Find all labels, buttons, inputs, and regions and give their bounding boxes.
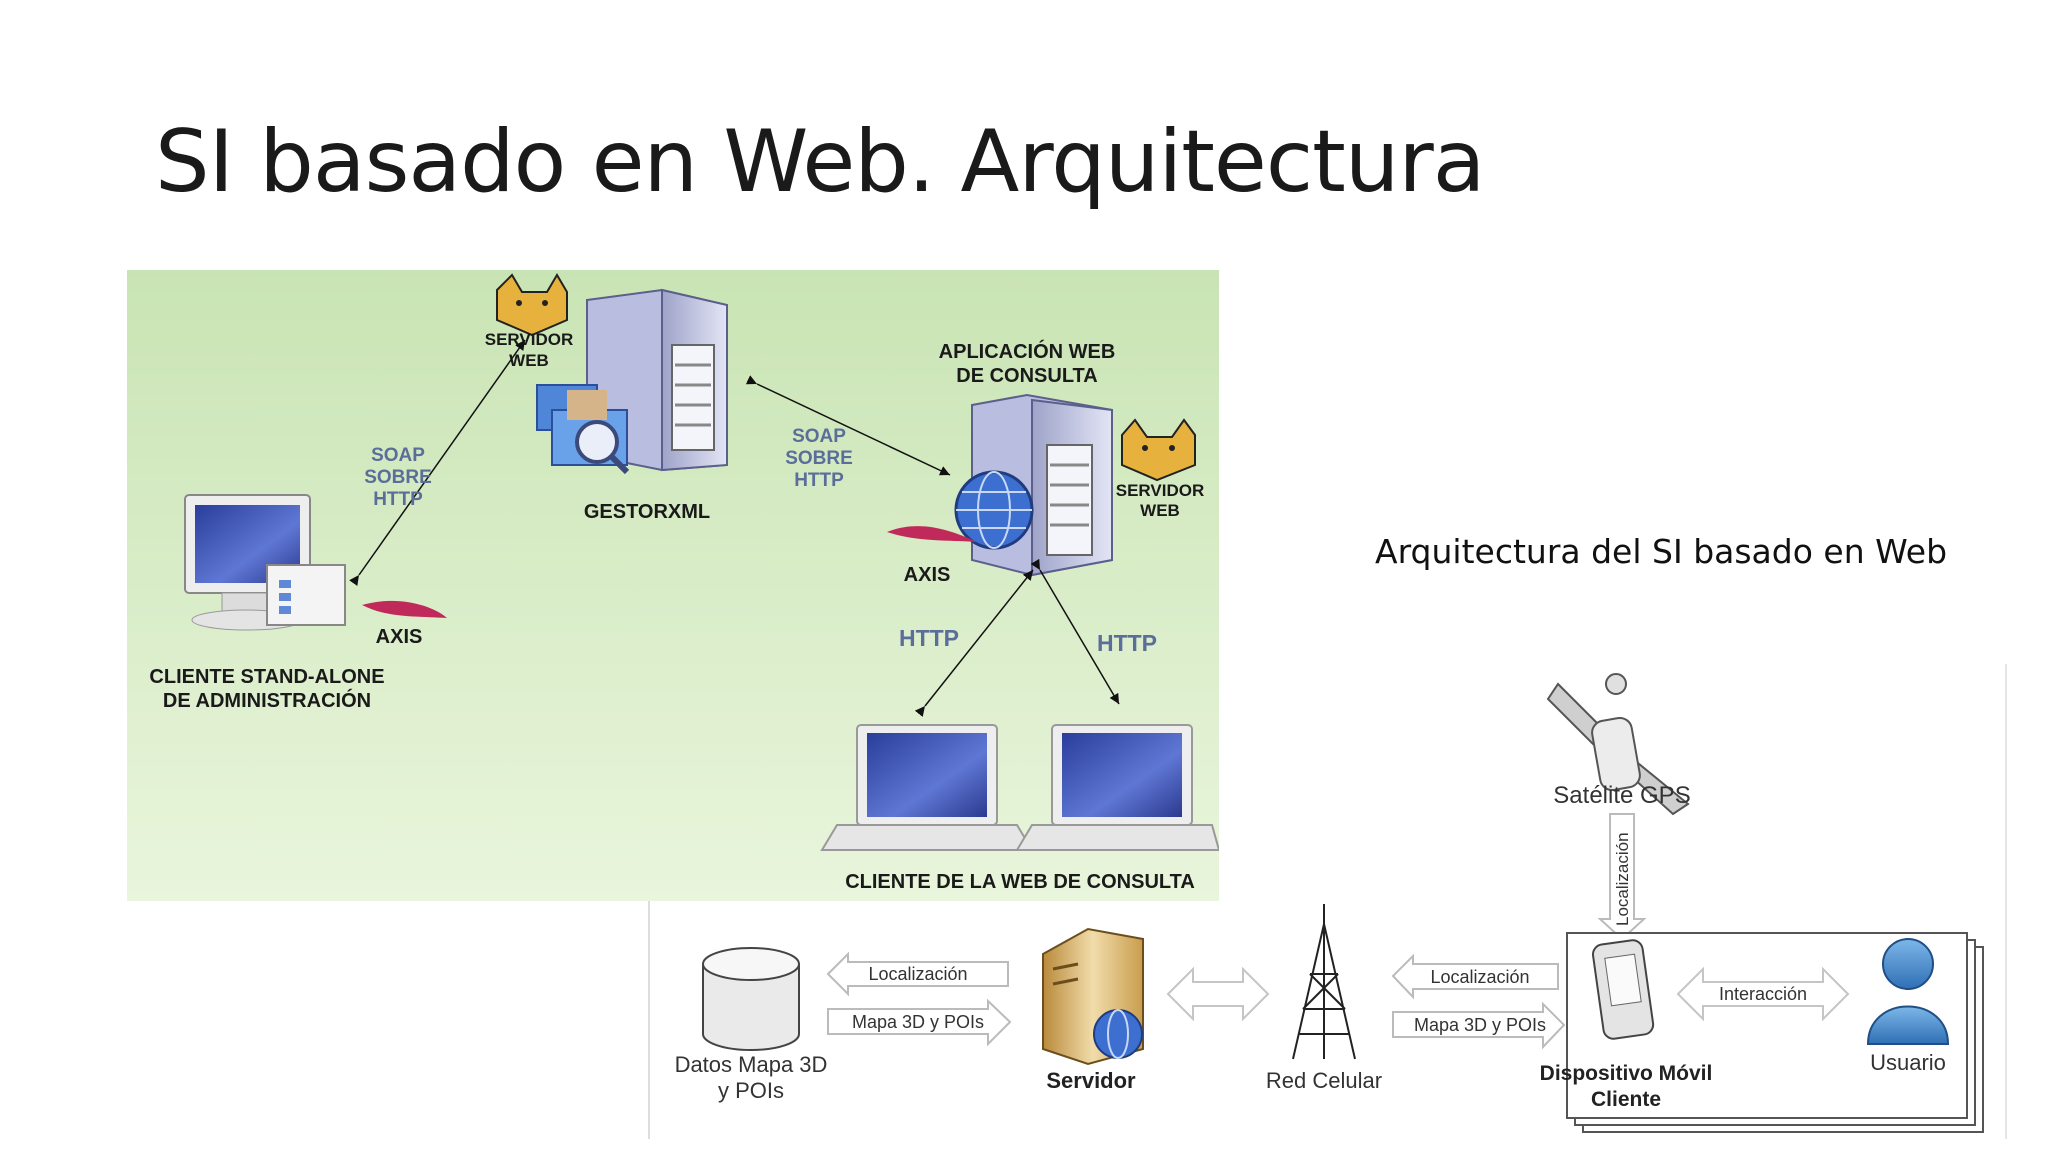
mapa-right-label: Mapa 3D y POIs [1414,1015,1546,1035]
aplicacion-web-label-2: DE CONSULTA [956,365,1097,387]
mapa-right-arrow [1392,1001,1566,1050]
gestorxml-label: GESTORXML [584,501,710,523]
dispositivo-label-1: Dispositivo Móvil [1540,1062,1713,1085]
interaccion-label: Interacción [1719,984,1807,1004]
slide-title: SI basado en Web. Arquitectura [155,112,1485,212]
servidor-web-top-label-1: SERVIDOR [485,330,574,349]
xml-folders-icon [536,384,630,475]
diagram-caption: Arquitectura del SI basado en Web [1375,532,1948,571]
tomcat-cat-icon [496,273,568,337]
localizacion-vertical-label: Localización [1613,832,1632,926]
desktop-computer-icon [184,494,346,631]
datos-label-1: Datos Mapa 3D [675,1052,828,1077]
cliente-web-label: CLIENTE DE LA WEB DE CONSULTA [845,871,1195,893]
usuario-label: Usuario [1870,1050,1946,1075]
datos-label-2: y POIs [718,1078,784,1103]
servidor-label: Servidor [1046,1068,1136,1093]
web-architecture-diagram: SERVIDOR WEB GESTORXML APLICACIÓN WEB DE… [127,270,1219,901]
mobile-device-icon [1591,939,1655,1040]
interaccion-arrow [1676,966,1850,1022]
soap-right-label-2: SOBRE [785,448,853,469]
axis-feather-icon [362,526,977,618]
http-left-label: HTTP [899,625,959,651]
cell-tower-icon [1292,904,1356,1060]
database-icon [702,947,800,1051]
soap-left-label-2: SOBRE [364,467,432,488]
soap-right-label-1: SOAP [792,426,846,447]
servidor-web-right-label-2: WEB [1140,501,1180,520]
cliente-standalone-label-1: CLIENTE STAND-ALONE [149,666,384,688]
localizacion-vertical-arrow: Localización [1597,813,1647,941]
server-tower-icon [1042,927,1144,1066]
tomcat-cat-icon [1121,418,1196,482]
localizacion-right-label: Localización [1430,967,1529,987]
soap-left-label-3: HTTP [373,489,423,510]
servidor-web-right-label-1: SERVIDOR [1116,481,1205,500]
satelite-label: Satélite GPS [1553,782,1690,809]
http-right-label: HTTP [1097,630,1157,656]
axis-left-label: AXIS [376,626,423,648]
mapa-left-arrow [827,998,1012,1047]
mobile-architecture-diagram: Satélite GPS Localización Datos Mapa 3D … [648,664,2008,1144]
globe-icon [954,470,1034,550]
http-right-arrow [1030,558,1120,705]
soap-left-arrow [349,339,526,587]
soap-right-label-3: HTTP [794,470,844,491]
red-label: Red Celular [1266,1068,1382,1093]
user-person-icon [1866,938,1950,1045]
server-network-arrow [1166,966,1270,1022]
localizacion-right-arrow [1391,953,1559,1000]
cliente-standalone-label-2: DE ADMINISTRACIÓN [163,688,371,712]
laptop-icon [1015,724,1219,851]
mapa-left-label: Mapa 3D y POIs [852,1012,984,1032]
aplicacion-web-label-1: APLICACIÓN WEB [939,339,1116,363]
localizacion-left-arrow [826,951,1009,997]
http-left-arrow [914,569,1034,717]
dispositivo-label-2: Cliente [1591,1088,1661,1111]
satellite-icon [1546,673,1690,816]
axis-right-label: AXIS [904,564,951,586]
soap-right-arrow [745,375,951,476]
soap-left-label-1: SOAP [371,445,425,466]
localizacion-left-label: Localización [868,964,967,984]
